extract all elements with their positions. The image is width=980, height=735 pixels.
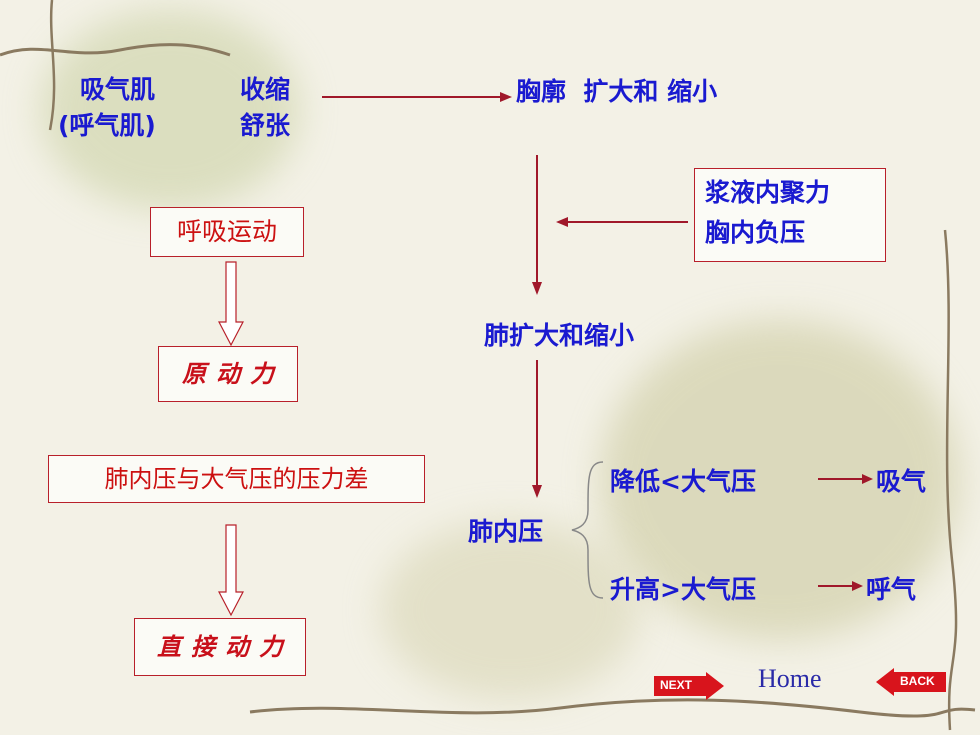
home-link[interactable]: Home	[758, 664, 822, 693]
inhale-label: 吸气	[876, 467, 927, 496]
chest-label: 胸廓 扩大和 缩小	[516, 77, 718, 106]
direct-force-box: 直接动力	[134, 618, 306, 676]
pleura-box: 浆液内聚力 胸内负压	[694, 168, 886, 262]
next-button[interactable]: NEXT	[654, 672, 724, 700]
pressure-higher-label: 升高>大气压	[610, 575, 756, 604]
pressure-lower-label: 降低<大气压	[610, 467, 756, 496]
pressure-difference-box: 肺内压与大气压的压力差	[48, 455, 425, 503]
muscle-alt-label: (呼气肌)	[58, 111, 156, 140]
direct-force-label: 直接动力	[157, 632, 293, 661]
pleura-line2: 胸内负压	[705, 218, 806, 247]
background-foliage	[380, 520, 640, 700]
intrapulmonary-pressure-label: 肺内压	[468, 517, 544, 546]
primary-force-box: 原动力	[158, 346, 298, 402]
back-label: BACK	[900, 674, 935, 688]
next-arrow-icon	[654, 672, 724, 700]
relax-label: 舒张	[240, 111, 291, 140]
pressure-difference-label: 肺内压与大气压的压力差	[104, 465, 369, 493]
pleura-line1: 浆液内聚力	[705, 178, 831, 207]
breathing-movement-label: 呼吸运动	[176, 217, 277, 246]
back-button[interactable]: BACK	[876, 668, 946, 696]
next-label: NEXT	[660, 678, 693, 692]
breathing-movement-box: 呼吸运动	[150, 207, 304, 257]
muscle-label: 吸气肌	[80, 75, 156, 104]
primary-force-label: 原动力	[182, 359, 284, 388]
contract-label: 收缩	[240, 75, 291, 104]
lung-change-label: 肺扩大和缩小	[484, 321, 635, 350]
background-foliage	[600, 320, 960, 640]
back-arrow-icon	[876, 668, 946, 696]
exhale-label: 呼气	[866, 575, 917, 604]
